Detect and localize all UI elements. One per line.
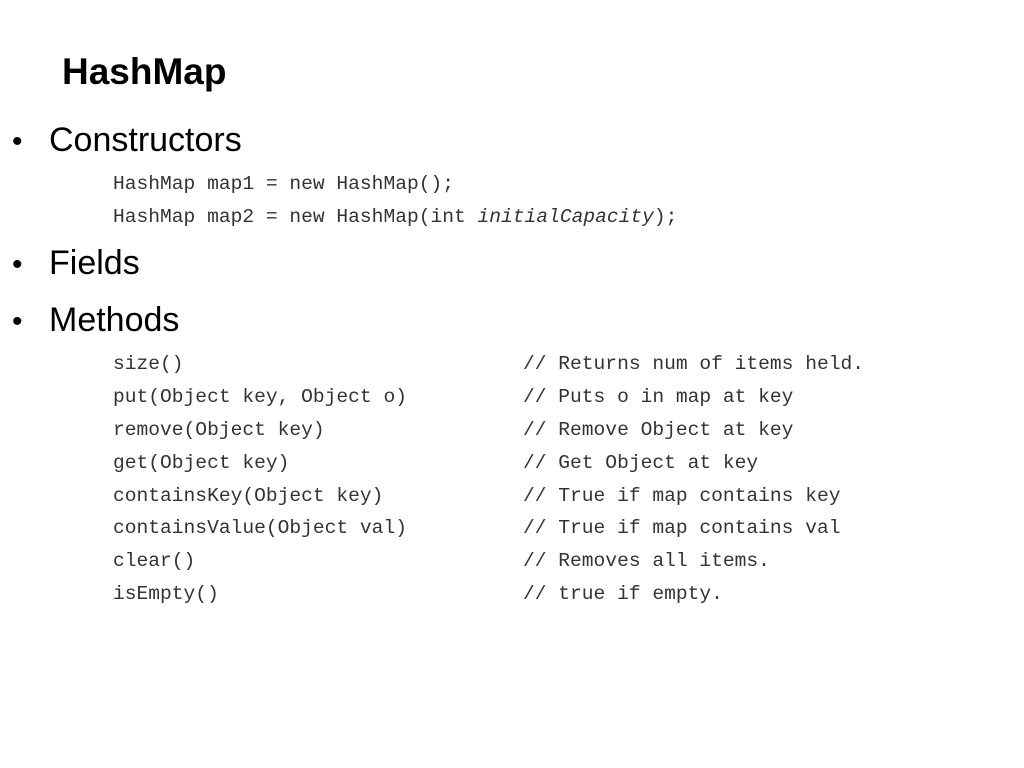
bullet-label: Fields — [49, 244, 140, 282]
method-row: size() // Returns num of items held. — [113, 352, 864, 376]
constructor-code: HashMap map1 = new HashMap(); — [113, 173, 454, 195]
method-signature: size() — [113, 353, 184, 375]
bullet-dot-icon: • — [12, 248, 23, 281]
method-comment: // Returns num of items held. — [523, 353, 864, 375]
bullet-fields: • Fields — [12, 243, 140, 285]
method-signature: clear() — [113, 550, 196, 572]
method-row: remove(Object key) // Remove Object at ke… — [113, 418, 793, 442]
method-comment: // Removes all items. — [523, 550, 770, 572]
method-row: isEmpty() // true if empty. — [113, 582, 723, 606]
constructor-param: initialCapacity — [477, 206, 654, 228]
slide-title: HashMap — [62, 51, 227, 92]
bullet-dot-icon: • — [12, 305, 23, 338]
bullet-label: Constructors — [49, 121, 242, 159]
method-signature: remove(Object key) — [113, 419, 325, 441]
bullet-label: Methods — [49, 301, 180, 339]
bullet-methods: • Methods — [12, 300, 179, 342]
method-signature: get(Object key) — [113, 452, 290, 474]
method-signature: isEmpty() — [113, 583, 219, 605]
method-comment: // Puts o in map at key — [523, 386, 794, 408]
method-signature: put(Object key, Object o) — [113, 386, 407, 408]
constructor-line: HashMap map2 = new HashMap(int initialCa… — [113, 205, 677, 229]
method-row: clear() // Removes all items. — [113, 549, 770, 573]
method-row: containsValue(Object val) // True if map … — [113, 516, 840, 540]
method-comment: // Remove Object at key — [523, 419, 794, 441]
constructor-code-suffix: ); — [653, 206, 678, 228]
constructor-code: HashMap map2 = new HashMap(int — [113, 206, 478, 228]
method-comment: // True if map contains key — [523, 485, 841, 507]
method-row: put(Object key, Object o) // Puts o in ma… — [113, 385, 793, 409]
bullet-constructors: • Constructors — [12, 120, 242, 162]
constructor-line: HashMap map1 = new HashMap(); — [113, 172, 454, 196]
method-row: containsKey(Object key) // True if map co… — [113, 484, 840, 508]
bullet-dot-icon: • — [12, 125, 23, 158]
method-comment: // Get Object at key — [523, 452, 759, 474]
method-signature: containsKey(Object key) — [113, 485, 384, 507]
method-comment: // true if empty. — [523, 583, 723, 605]
method-comment: // True if map contains val — [523, 517, 841, 539]
method-signature: containsValue(Object val) — [113, 517, 407, 539]
method-row: get(Object key) // Get Object at key — [113, 451, 758, 475]
